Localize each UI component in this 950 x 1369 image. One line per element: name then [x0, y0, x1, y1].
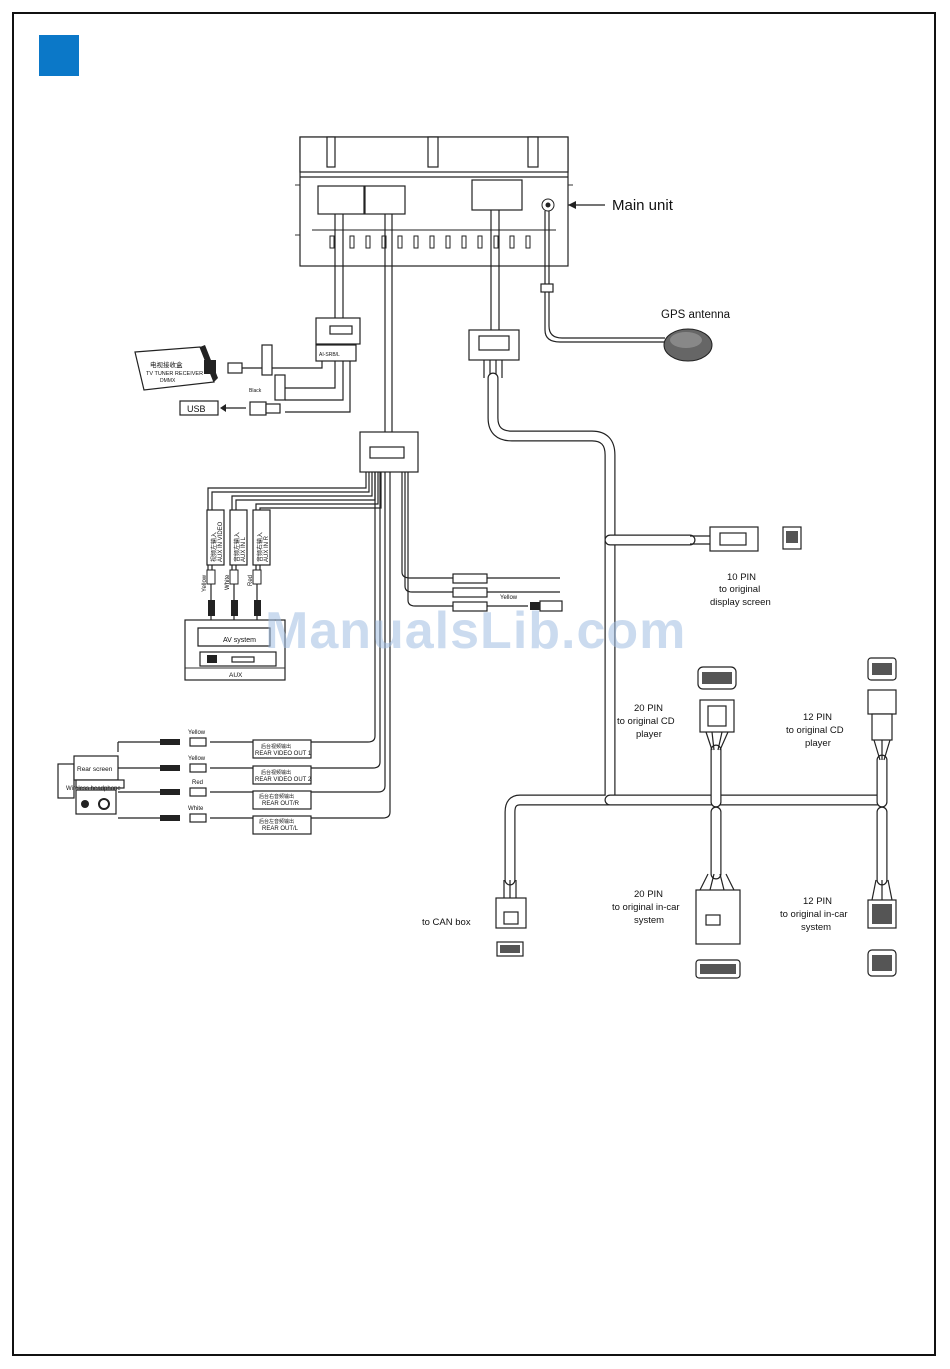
- tv-usb-junction: AI-SRB/L: [240, 317, 361, 413]
- wireless-headphone-label: Wireless headphone: [66, 786, 121, 792]
- right-harness-connector: [468, 329, 520, 378]
- connector-10pin: [690, 526, 802, 552]
- av-system: [184, 619, 286, 681]
- gps-label: GPS antenna: [661, 309, 731, 321]
- tv-tuner-receiver: [134, 344, 286, 401]
- connector-20pin-cd: [697, 666, 737, 751]
- rear-audio-r-cn: 后台右音频输出: [259, 793, 294, 800]
- page-border: [12, 12, 936, 1356]
- black-label: Black: [249, 388, 262, 394]
- main-unit: [295, 136, 605, 267]
- rear-red-label: Red: [192, 780, 203, 786]
- pin20cd-line2: to original CD: [617, 716, 675, 727]
- can-box-label: to CAN box: [422, 917, 471, 928]
- rear-audio-r-label: REAR OUT/R: [262, 801, 300, 807]
- connector-12pin-cd: [867, 657, 897, 761]
- rear-yellow1-label: Yellow: [188, 730, 206, 736]
- svg-text:AI-SRB/L: AI-SRB/L: [319, 352, 340, 358]
- connector-20pin-car: [695, 873, 741, 979]
- pin20cd-line3: player: [636, 729, 662, 740]
- connector-can-box: [495, 880, 527, 957]
- watermark: ManualsLib.com: [265, 602, 687, 660]
- rear-white-label: White: [188, 806, 204, 812]
- pin20cd-pins: 20 PIN: [634, 703, 663, 714]
- central-junction: [359, 431, 419, 473]
- pin20car-line2: to original in-car: [612, 902, 680, 913]
- rear-yellow2-label: Yellow: [188, 756, 206, 762]
- pin12cd-pins: 12 PIN: [803, 712, 832, 723]
- pin10-line2: to original: [719, 584, 760, 595]
- rear-screen-headphone: [57, 742, 125, 815]
- pin12car-line2: to original in-car: [780, 909, 848, 920]
- gps-antenna: [540, 211, 713, 362]
- rear-out-wires: [118, 472, 391, 835]
- rear-video2-cn: 后台视频输出: [261, 769, 291, 776]
- aux-red-label: Red: [248, 575, 254, 586]
- usb-port: [179, 400, 281, 416]
- connector-12pin-car: [867, 879, 897, 977]
- pin10-line3: display screen: [710, 597, 771, 608]
- pin12car-line3: system: [801, 922, 831, 933]
- aux-right-label: AUX IN R: [264, 535, 270, 562]
- misc-yellow-label: Yellow: [500, 595, 518, 601]
- main-unit-label: Main unit: [612, 197, 674, 214]
- aux-in-wires: [206, 472, 382, 628]
- tv-tuner-cn: 电视接收盒: [150, 360, 183, 369]
- pin12cd-line3: player: [805, 738, 831, 749]
- pin12cd-line2: to original CD: [786, 725, 844, 736]
- usb-label: USB: [187, 404, 206, 414]
- rear-audio-l-cn: 后台左音频输出: [259, 818, 294, 825]
- aux-left-label: AUX IN L: [241, 536, 247, 562]
- pin20car-line3: system: [634, 915, 664, 926]
- rear-screen-label: Rear screen: [77, 766, 113, 773]
- aux-left-cn: 音频左输入: [233, 532, 241, 562]
- pin12car-pins: 12 PIN: [803, 896, 832, 907]
- aux-video-cn: 视频左输入: [210, 532, 218, 562]
- tv-tuner-model: DMMX: [160, 378, 176, 384]
- rear-audio-l-label: REAR OUT/L: [262, 826, 299, 832]
- av-system-label: AV system: [223, 637, 256, 644]
- pin20car-pins: 20 PIN: [634, 889, 663, 900]
- aux-video-label: AUX IN VIDEO: [218, 521, 224, 562]
- aux-label: AUX: [229, 672, 243, 679]
- aux-right-cn: 音频右输入: [256, 532, 264, 562]
- rear-video1-cn: 后台视频输出: [261, 743, 291, 750]
- rear-video2-label: REAR VIDEO OUT 2: [255, 777, 312, 783]
- rear-video1-label: REAR VIDEO OUT 1: [255, 751, 312, 757]
- pin10-pins: 10 PIN: [727, 572, 756, 583]
- aux-yellow-label: Yellow: [202, 574, 208, 592]
- tv-tuner-label: TV TUNER RECEIVER: [146, 371, 203, 377]
- aux-white-label: White: [225, 574, 231, 590]
- section-marker: [39, 35, 79, 76]
- misc-wires: [401, 472, 563, 612]
- main-cables: [334, 210, 500, 432]
